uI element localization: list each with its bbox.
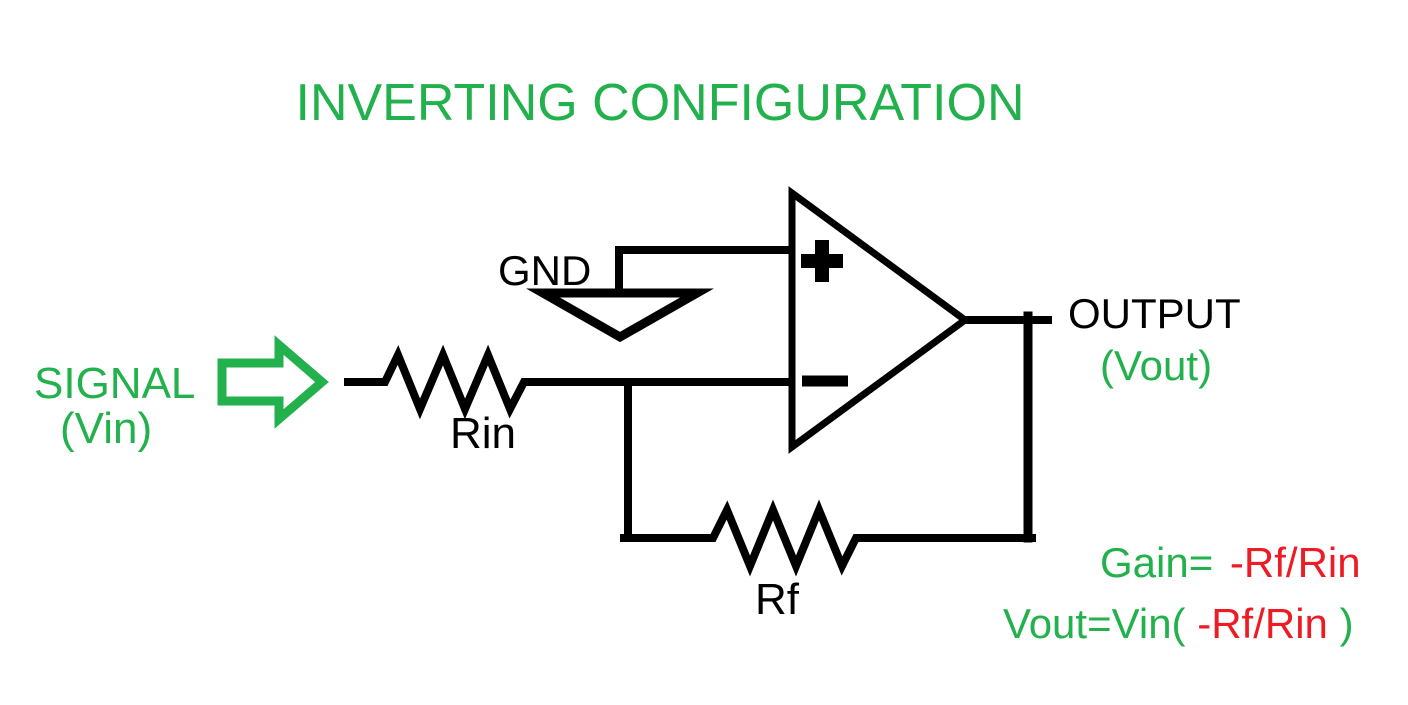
vout-formula-close: ) (1340, 600, 1354, 647)
gain-formula-lhs: Gain= (1100, 539, 1213, 586)
gain-formula: Gain= -Rf/Rin (1100, 539, 1361, 586)
rin-label: Rin (450, 409, 516, 458)
plus-icon (801, 240, 843, 282)
signal-label: SIGNAL (34, 359, 195, 408)
vout-formula-lhs: Vout=Vin( (1003, 600, 1186, 647)
rin-resistor-wire (344, 344, 796, 420)
ground-icon (526, 288, 714, 343)
signal-arrow-icon (217, 335, 329, 429)
vout-formula-mid: -Rf/Rin (1197, 600, 1328, 647)
diagram-title: INVERTING CONFIGURATION (296, 74, 1025, 132)
vout-label: (Vout) (1100, 342, 1212, 389)
gnd-label: GND (498, 247, 591, 294)
rf-resistor-wire (620, 499, 1036, 577)
vin-label: (Vin) (60, 404, 152, 453)
vout-formula: Vout=Vin( -Rf/Rin ) (1003, 600, 1354, 647)
gain-formula-rhs: -Rf/Rin (1230, 539, 1361, 586)
output-label: OUTPUT (1068, 290, 1241, 337)
rf-label: Rf (755, 575, 800, 624)
opamp-triangle (788, 186, 971, 454)
gnd-wire (615, 246, 796, 296)
